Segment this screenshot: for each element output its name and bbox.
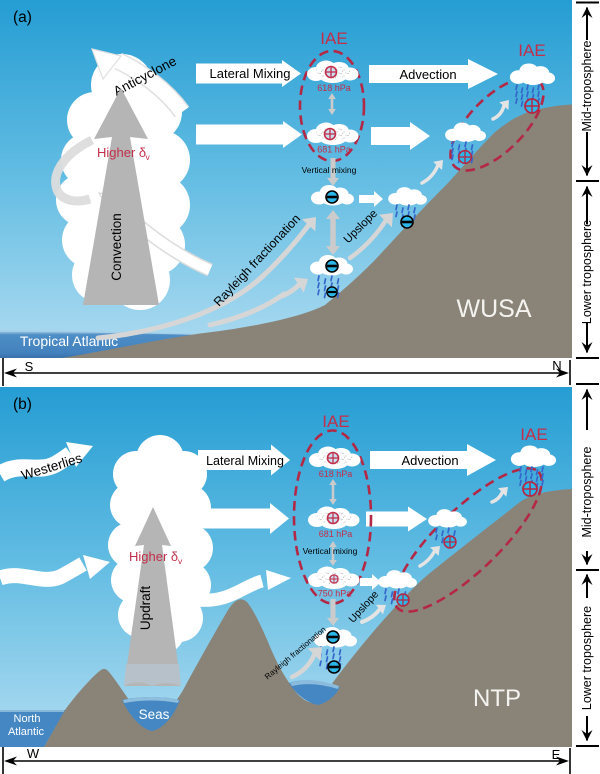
svg-text:750 hPa: 750 hPa [318, 589, 352, 599]
svg-text:Higher δ: Higher δ [129, 549, 178, 564]
svg-text:Seas: Seas [139, 707, 170, 722]
svg-text:North: North [14, 713, 41, 725]
svg-text:Vertical mixing: Vertical mixing [302, 165, 357, 175]
svg-text:N: N [552, 358, 561, 373]
svg-text:IAE: IAE [322, 412, 349, 431]
svg-text:IAE: IAE [520, 425, 547, 444]
svg-text:Advection: Advection [401, 453, 458, 468]
svg-text:Tropical Atlantic: Tropical Atlantic [20, 333, 118, 349]
svg-text:v: v [146, 152, 151, 162]
svg-text:E: E [552, 747, 561, 762]
svg-text:v: v [178, 556, 183, 566]
svg-text:Lateral Mixing: Lateral Mixing [206, 454, 284, 468]
svg-text:Vertical mixing: Vertical mixing [303, 546, 358, 556]
svg-text:IAE: IAE [320, 29, 347, 48]
svg-text:681 hPa: 681 hPa [319, 529, 353, 539]
svg-text:W: W [27, 746, 40, 761]
svg-text:Advection: Advection [399, 67, 456, 82]
svg-text:(a): (a) [13, 9, 32, 26]
svg-text:Atlantic: Atlantic [8, 726, 45, 738]
svg-text:Lower troposphere: Lower troposphere [580, 220, 594, 324]
svg-text:NTP: NTP [473, 685, 521, 712]
svg-text:Mid-troposphere: Mid-troposphere [580, 446, 594, 537]
svg-text:S: S [25, 359, 34, 374]
svg-text:WUSA: WUSA [457, 295, 532, 323]
svg-text:Lower troposphere: Lower troposphere [580, 606, 594, 710]
svg-text:Higher δ: Higher δ [97, 145, 146, 160]
svg-text:618 hPa: 618 hPa [319, 469, 353, 479]
svg-text:681 hPa: 681 hPa [317, 145, 351, 155]
svg-text:(b): (b) [13, 396, 32, 413]
svg-text:Convection: Convection [109, 213, 124, 281]
svg-text:Mid-troposphere: Mid-troposphere [580, 40, 594, 131]
svg-text:Updraft: Updraft [138, 586, 153, 631]
svg-text:Lateral Mixing: Lateral Mixing [210, 66, 291, 81]
svg-text:IAE: IAE [518, 41, 545, 60]
svg-text:618 hPa: 618 hPa [317, 83, 351, 93]
